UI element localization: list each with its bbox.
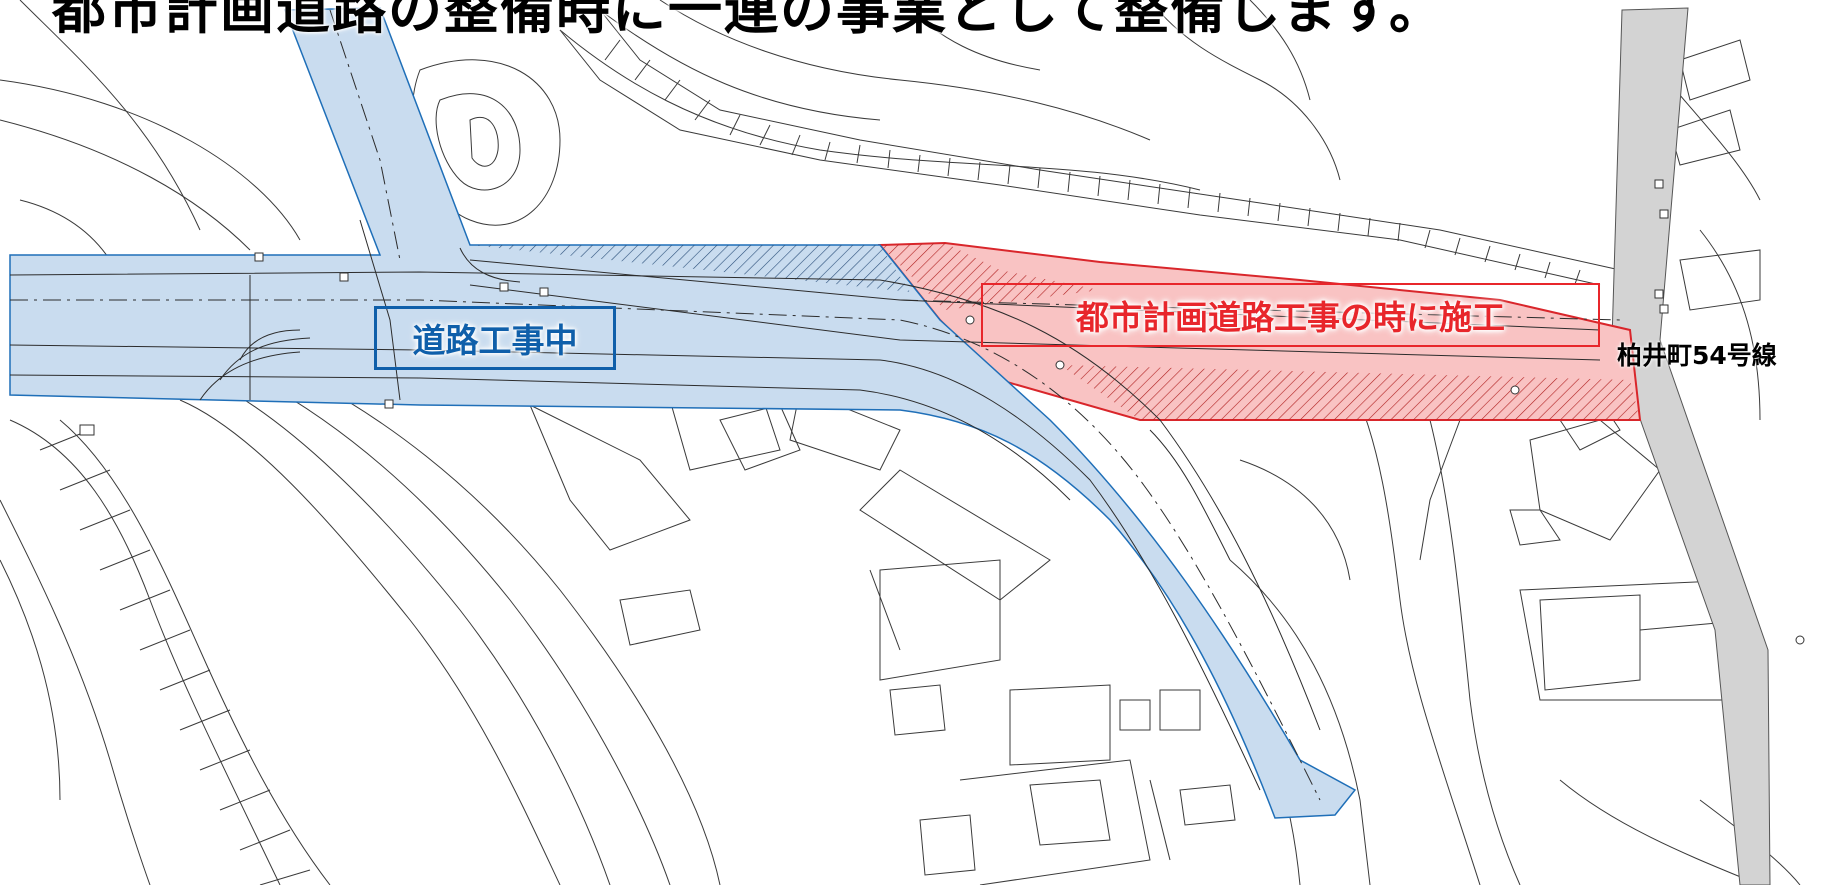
adjacent-road-kashiimachi-54 (1611, 7, 1771, 885)
road-name-label: 柏井町54号線 (1617, 341, 1777, 370)
future-construction-area (877, 241, 1642, 421)
page-title: 都市計画道路の整備時に一連の事業として整備します。 (52, 0, 1445, 41)
under-construction-area (9, 7, 1357, 819)
under-construction-label-text: 道路工事中 (412, 321, 578, 360)
future-construction-label-text: 都市計画道路工事の時に施工 (1076, 298, 1505, 337)
site-markers (79, 179, 1805, 645)
road-linework (9, 9, 1621, 801)
slope-ticks (39, 9, 1621, 885)
under-construction-label: 道路工事中 (374, 306, 616, 370)
future-construction-label: 都市計画道路工事の時に施工 (981, 283, 1600, 347)
